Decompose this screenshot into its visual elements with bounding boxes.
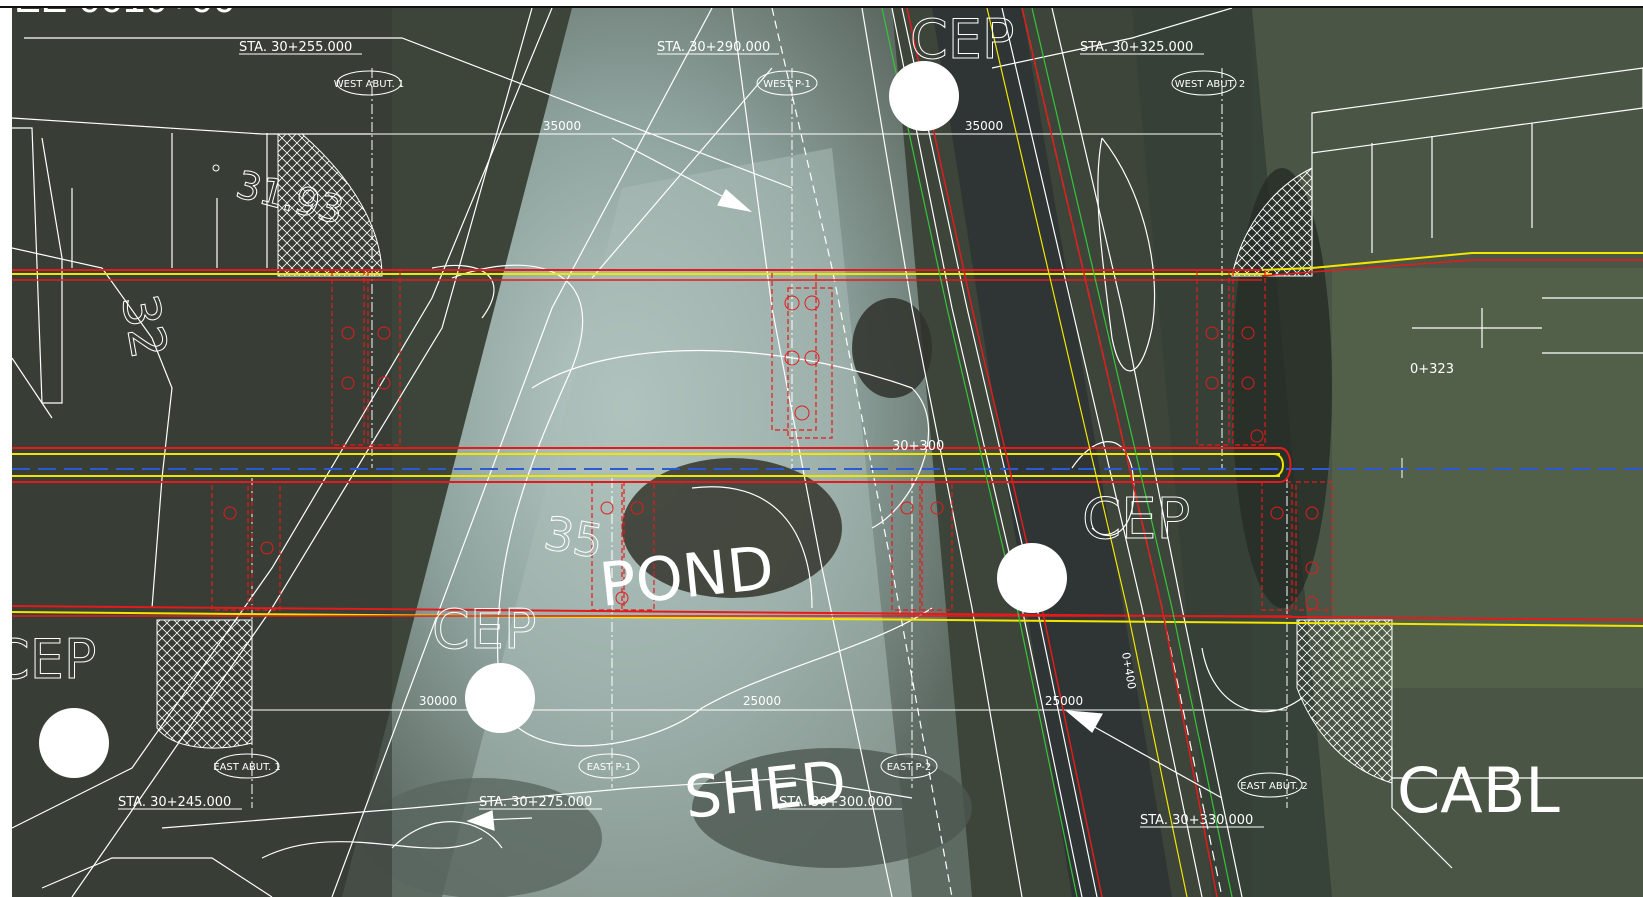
svg-text:STA. 30+300.000: STA. 30+300.000 <box>779 795 892 810</box>
tree-symbols <box>39 61 1067 778</box>
svg-text:STA. 30+245.000: STA. 30+245.000 <box>118 795 231 810</box>
cep-labels: CEP CEP CEP CEP <box>12 8 1191 692</box>
svg-text:30000: 30000 <box>419 694 457 708</box>
station-labels-bottom: STA. 30+245.000 STA. 30+275.000 STA. 30+… <box>118 795 1253 828</box>
svg-text:STA. 30+275.000: STA. 30+275.000 <box>479 795 592 810</box>
hatched-slopes <box>156 133 1393 784</box>
svg-text:25000: 25000 <box>743 694 781 708</box>
header-fragment: EE 0010+00 <box>14 8 235 21</box>
svg-text:WEST P-1: WEST P-1 <box>763 79 811 90</box>
bridge-outlines <box>12 8 1643 897</box>
tag-ovals <box>118 53 1303 828</box>
svg-text:EAST ABUT. 1: EAST ABUT. 1 <box>213 762 280 773</box>
svg-text:CEP: CEP <box>432 598 536 661</box>
drawing-canvas[interactable]: EE 0010+00 STA. 30+255.000 STA. 30+290.0… <box>12 8 1643 897</box>
dimension-labels: 35000 35000 30000 25000 25000 <box>419 119 1083 708</box>
svg-text:32: 32 <box>110 290 178 363</box>
svg-text:EAST P-1: EAST P-1 <box>587 762 632 773</box>
station-labels-top: STA. 30+255.000 STA. 30+290.000 STA. 30+… <box>239 40 1193 55</box>
svg-text:25000: 25000 <box>1045 694 1083 708</box>
svg-text:30+300: 30+300 <box>892 439 944 454</box>
pile-caps <box>211 269 1333 611</box>
chainage-labels: 30+300 0+323 0+400 <box>892 362 1454 690</box>
svg-text:STA. 30+290.000: STA. 30+290.000 <box>657 40 770 55</box>
svg-text:35000: 35000 <box>965 119 1003 133</box>
svg-text:CEP: CEP <box>12 628 96 691</box>
svg-text:STA. 30+330.000: STA. 30+330.000 <box>1140 813 1253 828</box>
svg-text:STA. 30+325.000: STA. 30+325.000 <box>1080 40 1193 55</box>
svg-text:35000: 35000 <box>543 119 581 133</box>
tag-labels-top: WEST ABUT. 1 WEST P-1 WEST ABUT. 2 <box>334 79 1246 90</box>
tag-labels-bottom: EAST ABUT. 1 EAST P-1 EAST P-2 EAST ABUT… <box>213 762 1307 792</box>
svg-text:0+400: 0+400 <box>1119 651 1138 690</box>
svg-text:CABL: CABL <box>1397 754 1560 827</box>
svg-text:WEST ABUT. 2: WEST ABUT. 2 <box>1175 79 1246 90</box>
svg-text:35: 35 <box>540 506 607 569</box>
svg-text:EAST ABUT. 2: EAST ABUT. 2 <box>1240 781 1307 792</box>
svg-text:STA. 30+255.000: STA. 30+255.000 <box>239 40 352 55</box>
sheet-border <box>0 0 1643 8</box>
svg-text:EAST P-2: EAST P-2 <box>887 762 932 773</box>
leader-arrows <box>466 137 1223 831</box>
piles <box>223 295 1319 610</box>
svg-text:CEP: CEP <box>1082 487 1190 552</box>
svg-text:WEST ABUT. 1: WEST ABUT. 1 <box>334 79 405 90</box>
svg-text:CEP: CEP <box>910 8 1014 71</box>
svg-text:0+323: 0+323 <box>1410 362 1454 377</box>
svg-text:SHED: SHED <box>681 747 849 832</box>
svg-text:EE 0010+00: EE 0010+00 <box>14 8 235 21</box>
